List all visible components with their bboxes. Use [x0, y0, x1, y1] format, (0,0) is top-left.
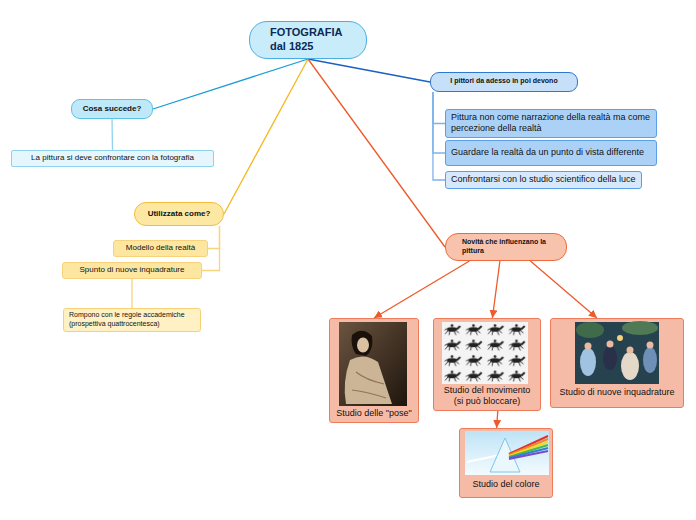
spectrum-rays	[509, 436, 548, 459]
painting-face	[647, 342, 654, 349]
painting-picture	[575, 321, 659, 384]
painting-face	[585, 343, 592, 350]
caption-text: Studio del colore	[472, 479, 539, 490]
node-text: Pittura non come narrazione della realtà…	[451, 112, 651, 134]
photo-ground	[339, 322, 407, 406]
image-box: Studio del movimento (si può bloccare)	[433, 318, 541, 411]
photo-drape	[345, 356, 392, 404]
node-text: Guardare la realtà da un punto di vista …	[451, 147, 651, 158]
node-text: Confrontarsi con lo studio scientifico d…	[451, 174, 636, 185]
image-box: Studio delle "pose"	[329, 318, 419, 423]
node-text: Spunto di nuove inquadrature	[80, 265, 185, 275]
answer-box: Guardare la realtà da un punto di vista …	[445, 140, 657, 166]
connector-line	[224, 59, 308, 214]
painting-figure	[580, 348, 596, 376]
node-text: Modello della realtà	[126, 243, 195, 253]
image-box: Studio di nuove inquadrature	[550, 318, 684, 408]
topic-box: I pittori da adesso in poi devono	[430, 72, 578, 92]
answer-box: Spunto di nuove inquadrature	[62, 262, 202, 279]
connector-line	[374, 261, 469, 318]
painting-ground	[575, 322, 659, 384]
question-box: Utilizzata come?	[134, 202, 224, 226]
image-box: Studio del colore	[459, 428, 553, 498]
connector-line	[530, 261, 597, 318]
topic-box: Novità che influenzano la pittura	[445, 233, 567, 261]
photo-hair	[352, 331, 373, 356]
painting-trees	[622, 321, 658, 335]
connector-line	[131, 279, 132, 308]
caption-text: Studio di nuove inquadrature	[559, 387, 674, 398]
note-box: Rompono con le regole accademiche (prosp…	[63, 308, 201, 332]
painting-light	[617, 335, 623, 341]
node-text: I pittori da adesso in poi devono	[450, 77, 557, 85]
connector-line	[208, 226, 220, 249]
root-topic: FOTOGRAFIA dal 1825	[249, 21, 367, 59]
connector-line	[433, 92, 445, 124]
painting-figure	[621, 352, 639, 380]
connector-line	[433, 92, 445, 153]
prism-picture	[465, 431, 549, 475]
photo-folds	[352, 372, 386, 398]
connector-line	[308, 59, 430, 82]
caption-text: Studio del movimento (si può bloccare)	[439, 385, 535, 407]
answer-box: Confrontarsi con lo studio scientifico d…	[445, 171, 642, 189]
light-ray	[467, 455, 500, 462]
answer-box: La pittura si deve confrontare con la fo…	[11, 150, 214, 167]
painting-trees	[576, 322, 604, 338]
connector-line	[111, 119, 113, 150]
node-text: FOTOGRAFIA dal 1825	[270, 26, 352, 52]
node-text: Utilizzata come?	[148, 209, 211, 219]
node-text: Cosa succede?	[83, 104, 142, 114]
photo-face	[357, 338, 369, 353]
prism-ground	[465, 431, 549, 475]
connector-line	[433, 92, 445, 180]
painting-face	[627, 347, 634, 354]
connector-line	[492, 261, 500, 318]
node-text: Novità che influenzano la pittura	[462, 238, 558, 255]
caption-text: Studio delle "pose"	[336, 408, 411, 419]
node-text: La pittura si deve confrontare con la fo…	[31, 153, 194, 163]
painting-face	[607, 341, 614, 348]
horse-frames	[442, 322, 528, 384]
answer-box: Pittura non come narrazione della realtà…	[445, 109, 657, 138]
pose-photo	[339, 322, 407, 406]
prism-shape	[490, 438, 520, 472]
painting-figure	[643, 347, 657, 373]
question-box: Cosa succede?	[71, 99, 153, 119]
answer-box: Modello della realtà	[113, 240, 208, 257]
connector-line	[308, 59, 445, 247]
node-text: Rompono con le regole accademiche (prosp…	[69, 311, 195, 328]
horse-sequence	[442, 322, 528, 384]
connector-line	[497, 411, 498, 428]
painting-figure	[603, 346, 617, 370]
